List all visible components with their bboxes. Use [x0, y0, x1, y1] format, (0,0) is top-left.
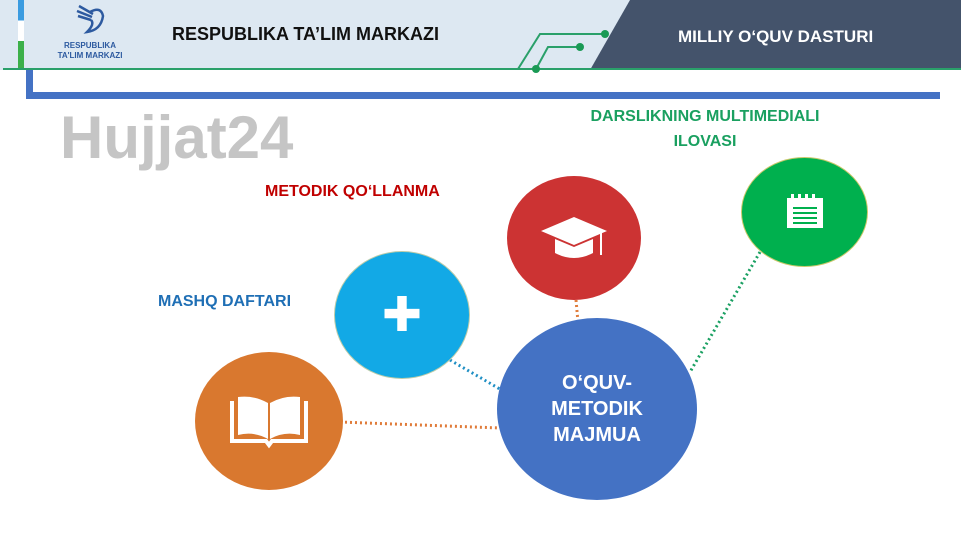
label-metodik-qollanma: METODIK QO‘LLANMA: [265, 183, 440, 200]
center-node[interactable]: O‘QUV-METODIK MAJMUA: [497, 318, 697, 500]
node-mashq-daftari[interactable]: ✚: [334, 251, 470, 379]
node-book[interactable]: [195, 352, 343, 490]
node-metodik-qollanma[interactable]: [507, 176, 641, 300]
flag-bar: [18, 0, 24, 68]
center-label: O‘QUV-METODIK MAJMUA: [551, 372, 643, 446]
label-multimedia: DARSLIKNING MULTIMEDIALI ILOVASI: [590, 108, 820, 150]
book-icon: [230, 396, 308, 449]
logo-text: RESPUBLIKA: [63, 41, 116, 50]
page-title: RESPUBLIKA TA’LIM MARKAZI: [172, 24, 439, 44]
dove-icon: [76, 4, 105, 34]
logo-text: TA'LIM MARKAZI: [57, 51, 123, 60]
graduation-cap-icon: [541, 217, 607, 258]
program-title: MILLIY O‘QUV DASTURI: [678, 27, 874, 46]
puzzle-icon: ✚: [381, 289, 423, 342]
label-mashq-daftari: MASHQ DAFTARI: [158, 293, 292, 310]
notepad-icon: [786, 194, 823, 228]
logo: RESPUBLIKA TA'LIM MARKAZI: [50, 2, 130, 61]
header-dark-panel: [590, 0, 961, 70]
divider: [26, 70, 33, 98]
divider: [26, 92, 940, 99]
circuit-decoration: [380, 30, 609, 73]
node-multimedia[interactable]: [741, 157, 868, 267]
